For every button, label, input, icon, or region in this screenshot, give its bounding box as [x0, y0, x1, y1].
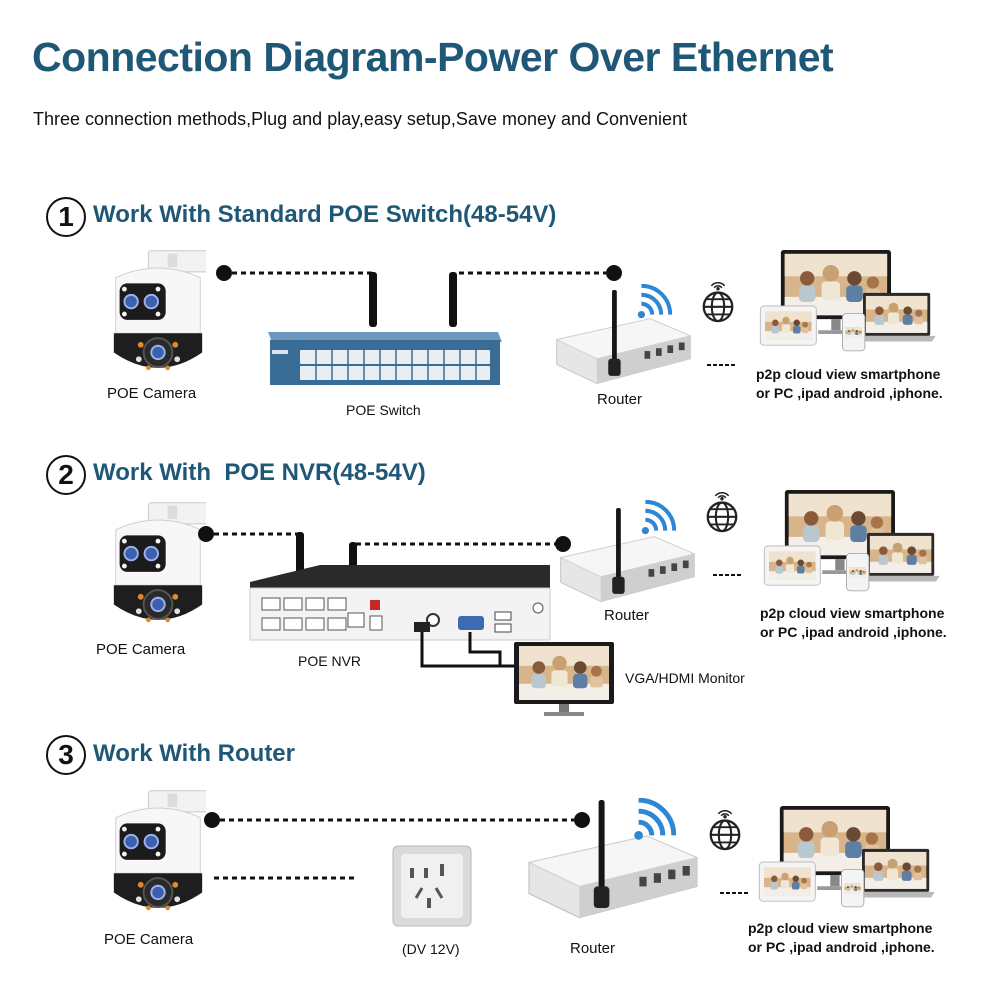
section-1-title: Work With Standard POE Switch(48-54V) — [93, 201, 557, 228]
section-1-number: 1 — [46, 197, 86, 237]
section-3-number: 3 — [46, 735, 86, 775]
section-1-view-line1: p2p cloud view smartphone — [756, 366, 941, 382]
section-3-camera-label: POE Camera — [104, 931, 194, 948]
section-1-switch-label: POE Switch — [346, 402, 421, 418]
section-2-title: Work With POE NVR(48-54V) — [93, 459, 426, 486]
section-1-camera-label: POE Camera — [107, 385, 197, 402]
section-3-outlet-label: (DV 12V) — [402, 941, 460, 957]
section-3-view-line1: p2p cloud view smartphone — [748, 920, 933, 936]
section-2-camera-label: POE Camera — [96, 641, 186, 658]
section-2-router-label: Router — [604, 607, 650, 624]
section-1-router-label: Router — [597, 391, 643, 408]
section-3-title: Work With Router — [93, 740, 295, 767]
section-2-view-line1: p2p cloud view smartphone — [760, 605, 945, 621]
page-subtitle: Three connection methods,Plug and play,e… — [33, 109, 688, 129]
section-2-number: 2 — [46, 455, 86, 495]
section-1-view-line2: or PC ,ipad android ,iphone. — [756, 385, 943, 401]
section-2-monitor-label: VGA/HDMI Monitor — [625, 670, 745, 686]
page-title: Connection Diagram-Power Over Ethernet — [32, 34, 834, 80]
section-3-view-line2: or PC ,ipad android ,iphone. — [748, 939, 935, 955]
section-3-router-label: Router — [570, 940, 616, 957]
section-2-view-line2: or PC ,ipad android ,iphone. — [760, 624, 947, 640]
section-2-nvr-label: POE NVR — [298, 653, 362, 669]
